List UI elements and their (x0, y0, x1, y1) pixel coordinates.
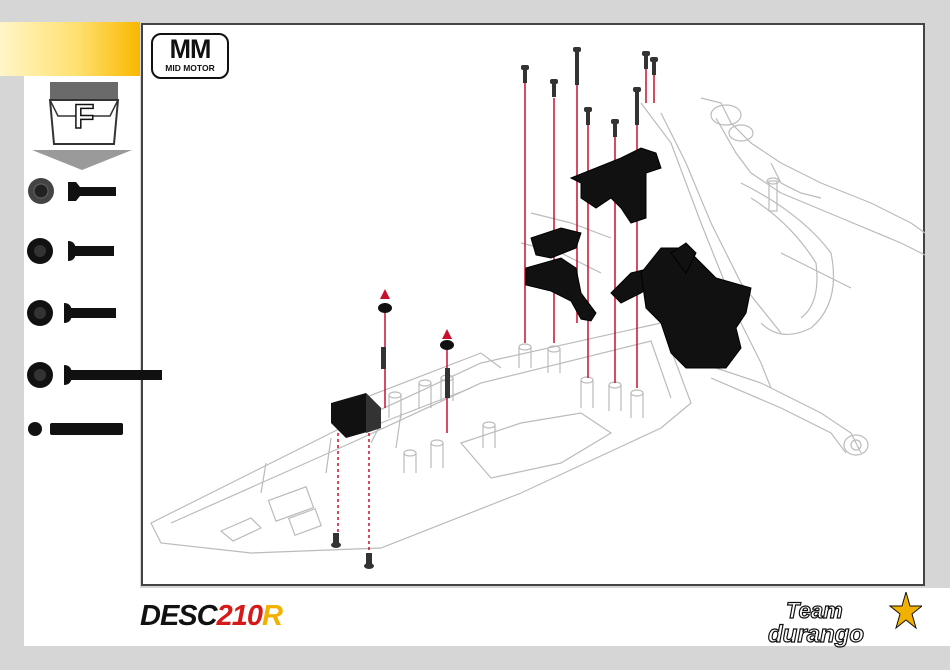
motor-mount-parts (526, 148, 751, 368)
step-letter: F (48, 98, 120, 137)
part-button-head-screw-short (27, 238, 114, 264)
down-arrow-icon (32, 150, 132, 172)
foam-block (331, 393, 381, 438)
chassis-outline (151, 98, 925, 553)
part-pin (28, 422, 123, 436)
product-brand: DESC210R (140, 600, 282, 633)
star-icon (890, 592, 922, 628)
part-flat-head-screw (28, 178, 116, 204)
assembly-drawing (141, 23, 925, 586)
team-durango-logo: Team durango (766, 592, 922, 648)
brand-number: 210 (217, 600, 262, 632)
logo-line1: Team (786, 598, 843, 623)
spacers (378, 303, 454, 350)
arrow-up-icon (442, 329, 452, 339)
part-button-head-screw-medium (27, 300, 116, 326)
arrow-up-icon (380, 289, 390, 299)
brand-main: DESC (140, 600, 217, 632)
logo-line2: durango (768, 621, 864, 648)
step-tab (0, 22, 140, 76)
brand-suffix: R (262, 600, 282, 632)
